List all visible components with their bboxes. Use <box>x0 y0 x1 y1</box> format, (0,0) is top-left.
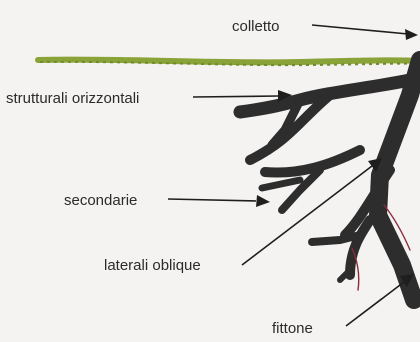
label-fittone: fittone <box>272 320 313 337</box>
arrow-fittone <box>346 274 414 326</box>
arrow-secondarie <box>168 195 270 207</box>
label-strutturali-orizzontali: strutturali orizzontali <box>6 90 139 107</box>
label-laterali-oblique: laterali oblique <box>104 257 201 274</box>
label-secondarie: secondarie <box>64 192 137 209</box>
ground-line <box>38 60 420 66</box>
label-colletto: colletto <box>232 18 280 35</box>
arrow-colletto <box>312 25 418 40</box>
